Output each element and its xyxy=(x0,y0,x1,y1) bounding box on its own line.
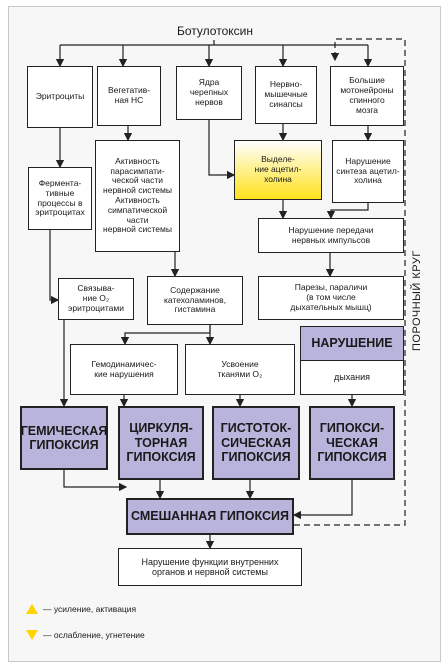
catecholamines-box: Содержание катехоламинов, гистамина xyxy=(147,276,243,325)
breathing-disorder-box: НАРУШЕНИЕ дыхания xyxy=(300,326,404,395)
breathing-disorder-subtitle: дыхания xyxy=(334,372,370,383)
paresis-box: Парезы, параличи (в том числе дыхательны… xyxy=(258,276,404,320)
histotoxic-hypoxia-box: ГИСТОТОК- СИЧЕСКАЯ ГИПОКСИЯ xyxy=(212,406,300,480)
oxygen-binding-box: Связыва- ние O₂ эритроцитами xyxy=(58,278,134,320)
triangle-down-icon xyxy=(26,630,38,640)
motoneurons-box: Большие мотонейроны спинного мозга xyxy=(330,66,404,126)
erythrocytes-box: Эритроциты xyxy=(27,66,93,128)
vegetative-ns-box: Вегетатив- ная НС xyxy=(97,66,161,126)
hemodynamic-disorders-box: Гемодинамичес- кие нарушения xyxy=(70,344,178,395)
cranial-nuclei-box: Ядра черепных нервов xyxy=(176,66,242,120)
triangle-up-icon xyxy=(26,604,38,614)
breathing-disorder-title: НАРУШЕНИЕ xyxy=(301,327,403,361)
acetylcholine-synthesis-box: Нарушение синтеза ацетил- холина xyxy=(332,140,404,203)
enzymatic-processes-box: Фермента- тивные процессы в эритроцитах xyxy=(28,167,92,230)
legend-down-text: — ослабление, угнетение xyxy=(43,630,145,640)
hypoxic-hypoxia-box: ГИПОКСИ- ЧЕСКАЯ ГИПОКСИЯ xyxy=(309,406,395,480)
hemic-hypoxia-box: ГЕМИЧЕСКАЯ ГИПОКСИЯ xyxy=(20,406,108,470)
autonomic-activity-box: Активность парасимпати- ческой части нер… xyxy=(95,140,180,252)
diagram-title: Ботулотоксин xyxy=(177,24,253,38)
circulatory-hypoxia-box: ЦИРКУЛЯ- ТОРНАЯ ГИПОКСИЯ xyxy=(118,406,204,480)
tissue-oxygen-uptake-box: Усвоение тканями O₂ xyxy=(185,344,295,395)
legend-up-text: — усиление, активация xyxy=(43,604,137,614)
impulse-transmission-box: Нарушение передачи нервных импульсов xyxy=(258,218,404,253)
mixed-hypoxia-box: СМЕШАННАЯ ГИПОКСИЯ xyxy=(126,498,294,535)
vicious-circle-label: ПОРОЧНЫЙ КРУГ xyxy=(411,250,423,351)
acetylcholine-release-box: Выделе- ние ацетил- холина xyxy=(234,140,322,200)
neuromuscular-synapses-box: Нервно- мышечные синапсы xyxy=(255,66,317,124)
organ-dysfunction-box: Нарушение функции внутренних органов и н… xyxy=(118,548,302,586)
